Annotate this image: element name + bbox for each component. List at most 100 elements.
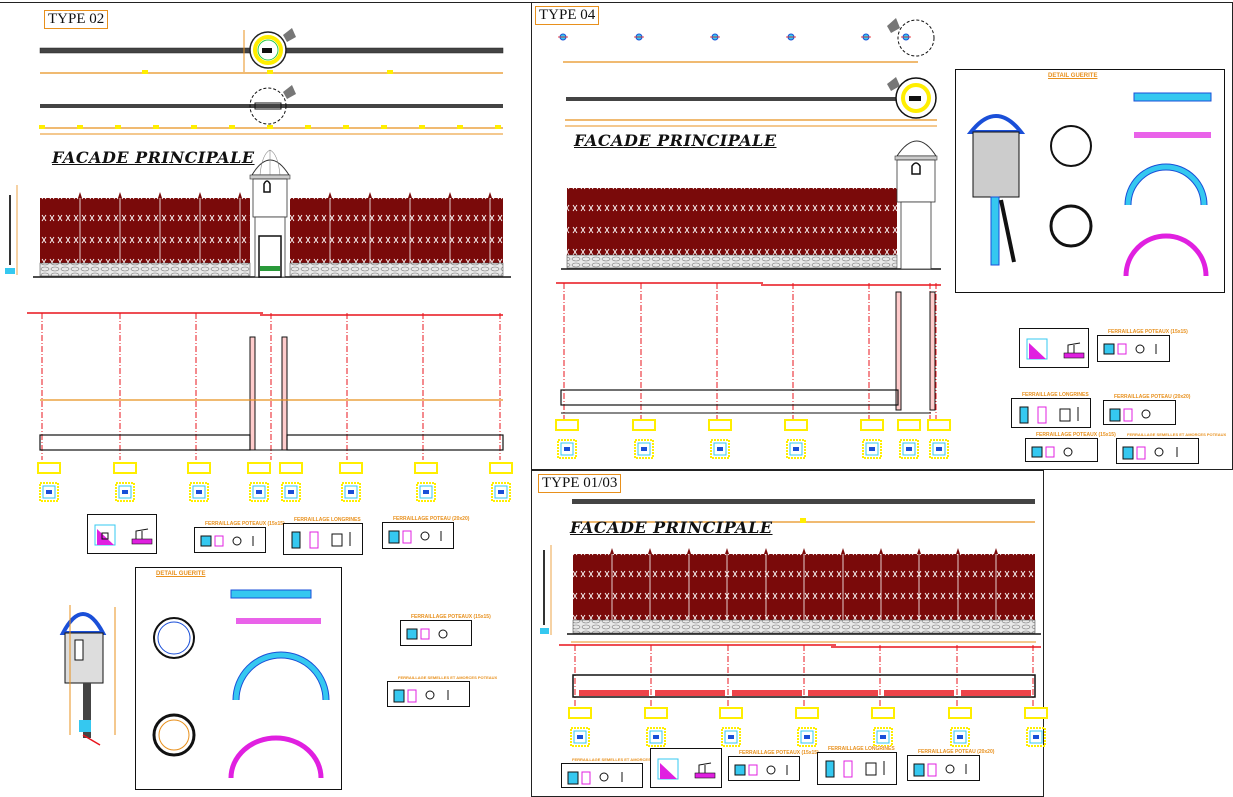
slab-hatch xyxy=(884,690,954,696)
legend-footing-detail-04 xyxy=(1019,328,1089,368)
footing-section xyxy=(632,419,656,431)
guard-tower-elevation xyxy=(249,149,291,278)
legend-rebar-poteaux-15-0103: FERRAILLAGE POTEAUX (15x15) xyxy=(728,750,821,781)
footing-anchor xyxy=(869,447,875,451)
legend-rebar-poteaux-15: FERRAILLAGE POTEAUX (15x15) xyxy=(194,521,287,553)
footing-anchor xyxy=(498,490,504,494)
footing-section xyxy=(719,707,743,719)
type-0103-facade-title: FACADE PRINCIPALE xyxy=(570,518,773,537)
post-finial xyxy=(687,548,691,554)
dimension-marker xyxy=(229,125,235,129)
type-02-tower-section xyxy=(59,605,116,746)
footing-column xyxy=(42,485,56,499)
post-finial xyxy=(118,192,122,198)
post-finial xyxy=(328,192,332,198)
type-02-plan-top xyxy=(39,28,504,135)
detail-guerite-box-left: DETAIL GUERITE xyxy=(135,567,342,790)
post-finial xyxy=(802,548,806,554)
dimension-marker xyxy=(387,70,393,74)
legend-rebar-poteaux-15-b: FERRAILLAGE POTEAUX (15x15) xyxy=(400,614,493,646)
stair-icon xyxy=(283,28,296,42)
footing-section xyxy=(279,462,303,474)
post-finial xyxy=(648,548,652,554)
post-finial xyxy=(917,548,921,554)
footing-plan xyxy=(634,439,654,459)
type-02-foundation-plan xyxy=(27,312,513,502)
footing-plan xyxy=(786,439,806,459)
type-0103-plan xyxy=(572,499,1035,523)
fence-panel-right xyxy=(290,198,503,263)
legend-rebar-poteaux-15-04: FERRAILLAGE POTEAUX (15x15) xyxy=(1097,329,1190,362)
footing-section xyxy=(708,419,732,431)
legend-rebar-semelles-04: FERRAILLAGE SEMELLES ET AMORCES POTEAUX xyxy=(1116,432,1229,464)
footing-section xyxy=(927,419,951,431)
legend-rebar-poteau-20-0103: FERRAILLAGE POTEAU (20x20) xyxy=(907,749,997,781)
fence-panel-left xyxy=(40,198,250,263)
type-0103-label: TYPE 01/03 xyxy=(538,474,622,493)
post-finial xyxy=(725,548,729,554)
legend-footing-detail xyxy=(87,514,157,554)
footing-anchor xyxy=(641,447,647,451)
post-finial xyxy=(408,192,412,198)
dimension-marker xyxy=(419,125,425,129)
footing-plan xyxy=(341,482,361,502)
footing-plan xyxy=(249,482,269,502)
type-04-plan xyxy=(558,18,937,127)
dimension-marker xyxy=(457,125,463,129)
footing-plan xyxy=(862,439,882,459)
post-finial xyxy=(764,548,768,554)
footing-anchor xyxy=(288,490,294,494)
footing-column xyxy=(953,730,967,744)
post-finial xyxy=(994,548,998,554)
footing-column xyxy=(118,485,132,499)
footing-section xyxy=(948,707,972,719)
guard-tower-plan-dashed xyxy=(249,87,287,125)
footing-column xyxy=(713,442,727,456)
footing-plan xyxy=(39,482,59,502)
footing-column xyxy=(800,730,814,744)
footing-plan xyxy=(710,439,730,459)
legend-rebar-longrines-04: FERRAILLAGE LONGRINES xyxy=(1011,392,1091,428)
post-finial xyxy=(956,548,960,554)
footing-column xyxy=(192,485,206,499)
footing-column xyxy=(649,730,663,744)
footing-section xyxy=(644,707,668,719)
stone-base xyxy=(566,254,898,269)
footing-section xyxy=(37,462,61,474)
footing-column xyxy=(902,442,916,456)
footing-plan xyxy=(899,439,919,459)
detail-guerite-box-right: DETAIL GUERITE xyxy=(955,69,1225,293)
legend-rebar-semelles-0103: FERRAILLAGE SEMELLES ET AMORCES POTEAUX xyxy=(561,757,674,788)
legend-rebar-semelles: FERRAILLAGE SEMELLES ET AMORCES POTEAUX xyxy=(387,675,500,707)
type-0103-facade xyxy=(540,545,1041,635)
post-finial xyxy=(78,192,82,198)
longrine xyxy=(286,434,504,451)
dimension-marker xyxy=(153,125,159,129)
footing-section xyxy=(897,419,921,431)
legend-rebar-poteaux-15-04b: FERRAILLAGE POTEAUX (15x15) xyxy=(1025,432,1118,462)
footing-column xyxy=(573,730,587,744)
dimension-marker xyxy=(381,125,387,129)
footing-section xyxy=(795,707,819,719)
dimension-marker xyxy=(343,125,349,129)
footing-anchor xyxy=(196,490,202,494)
type-02-facade xyxy=(5,149,511,278)
post-finial xyxy=(448,192,452,198)
footing-section xyxy=(489,462,513,474)
dimension-marker xyxy=(495,125,501,129)
footing-section xyxy=(414,462,438,474)
footing-section xyxy=(187,462,211,474)
tower-column xyxy=(249,336,256,451)
footing-anchor xyxy=(564,447,570,451)
footing-anchor xyxy=(1033,735,1039,739)
footing-plan xyxy=(929,439,949,459)
footing-plan xyxy=(646,727,666,747)
footing-column xyxy=(344,485,358,499)
footing-anchor xyxy=(906,447,912,451)
footing-column xyxy=(932,442,946,456)
guard-tower-elevation xyxy=(894,140,938,270)
footing-anchor xyxy=(936,447,942,451)
footing-anchor xyxy=(653,735,659,739)
type-04-foundation-plan xyxy=(555,282,951,459)
footing-plan xyxy=(189,482,209,502)
